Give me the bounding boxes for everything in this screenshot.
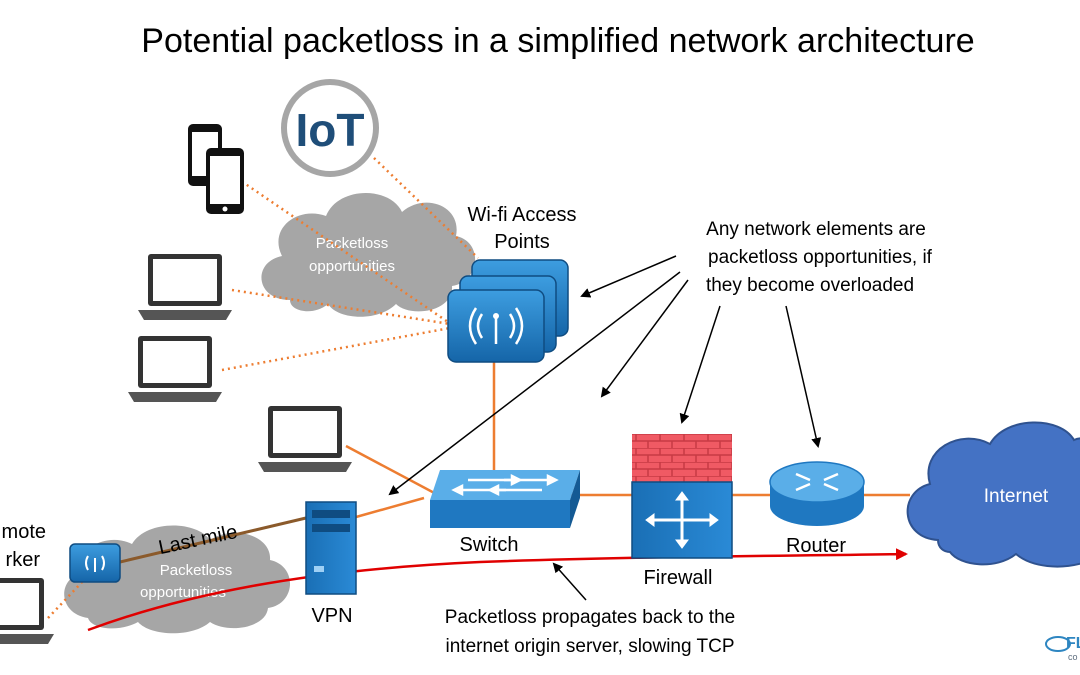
logo-text: FL xyxy=(1066,635,1080,652)
annotation-propagate-line2: internet origin server, slowing TCP xyxy=(446,636,735,657)
laptop-icon xyxy=(138,254,232,320)
wireless-link-laptop1 xyxy=(231,288,451,326)
link-laptop3-switch xyxy=(345,444,441,498)
arrow-to-switch xyxy=(600,279,689,398)
annotation-elements-line1: Any network elements are xyxy=(706,219,926,240)
iot-icon: IoT xyxy=(281,79,379,177)
firewall-label: Firewall xyxy=(644,567,713,589)
vpn-server-icon xyxy=(305,501,357,595)
logo-subtext: co xyxy=(1068,652,1078,662)
packetloss-path xyxy=(87,548,908,632)
annotation-propagate-line1: Packetloss propagates back to the xyxy=(445,607,735,628)
last-mile-link xyxy=(119,516,307,564)
arrow-to-router xyxy=(785,305,822,448)
internet-label: Internet xyxy=(984,486,1049,507)
wifi-label-line2: Points xyxy=(494,231,550,253)
phone-icon xyxy=(188,124,244,214)
laptop-icon xyxy=(128,336,222,402)
wired-links xyxy=(345,360,910,519)
arrow-to-vpn xyxy=(388,271,681,496)
remote-worker-label-1: mote xyxy=(2,521,46,543)
switch-icon xyxy=(430,470,580,528)
router-icon xyxy=(769,461,865,526)
packetloss-cloud-top: Packetloss opportunities xyxy=(261,192,476,317)
cloud-top-text-2: opportunities xyxy=(309,258,395,275)
annotation-elements-line3: they become overloaded xyxy=(706,275,914,296)
cloud-bottom-text-1: Packetloss xyxy=(160,562,233,579)
internet-cloud: Internet xyxy=(906,421,1080,568)
cloud-bottom-text-2: opportunities xyxy=(140,584,226,601)
vpn-label: VPN xyxy=(311,605,352,627)
iot-text: IoT xyxy=(296,104,365,156)
wifi-label-line1: Wi-fi Access xyxy=(468,204,577,226)
cloud-top-text-1: Packetloss xyxy=(316,235,389,252)
firewall-icon xyxy=(631,434,733,559)
annotation-arrows xyxy=(388,255,822,601)
annotation-elements-line2: packetloss opportunities, if xyxy=(708,247,933,268)
wifi-access-point-icon xyxy=(447,259,569,363)
laptop-icon-remote xyxy=(0,578,54,644)
wireless-links xyxy=(47,157,479,619)
arrow-to-path xyxy=(552,562,587,601)
laptop-icon xyxy=(258,406,352,472)
switch-label: Switch xyxy=(460,534,519,556)
remote-worker-label-2: rker xyxy=(6,549,41,571)
router-label: Router xyxy=(786,535,846,557)
link-vpn-switch xyxy=(355,496,425,519)
arrow-to-firewall xyxy=(679,305,721,424)
wireless-link-iot xyxy=(373,157,479,259)
company-logo: FL co xyxy=(1045,635,1080,662)
remote-access-point-icon xyxy=(69,543,121,583)
wireless-link-laptop2 xyxy=(221,326,451,372)
wireless-link-remote xyxy=(47,579,85,619)
diagram-title: Potential packetloss in a simplified net… xyxy=(141,22,974,60)
arrow-to-ap xyxy=(580,255,677,298)
